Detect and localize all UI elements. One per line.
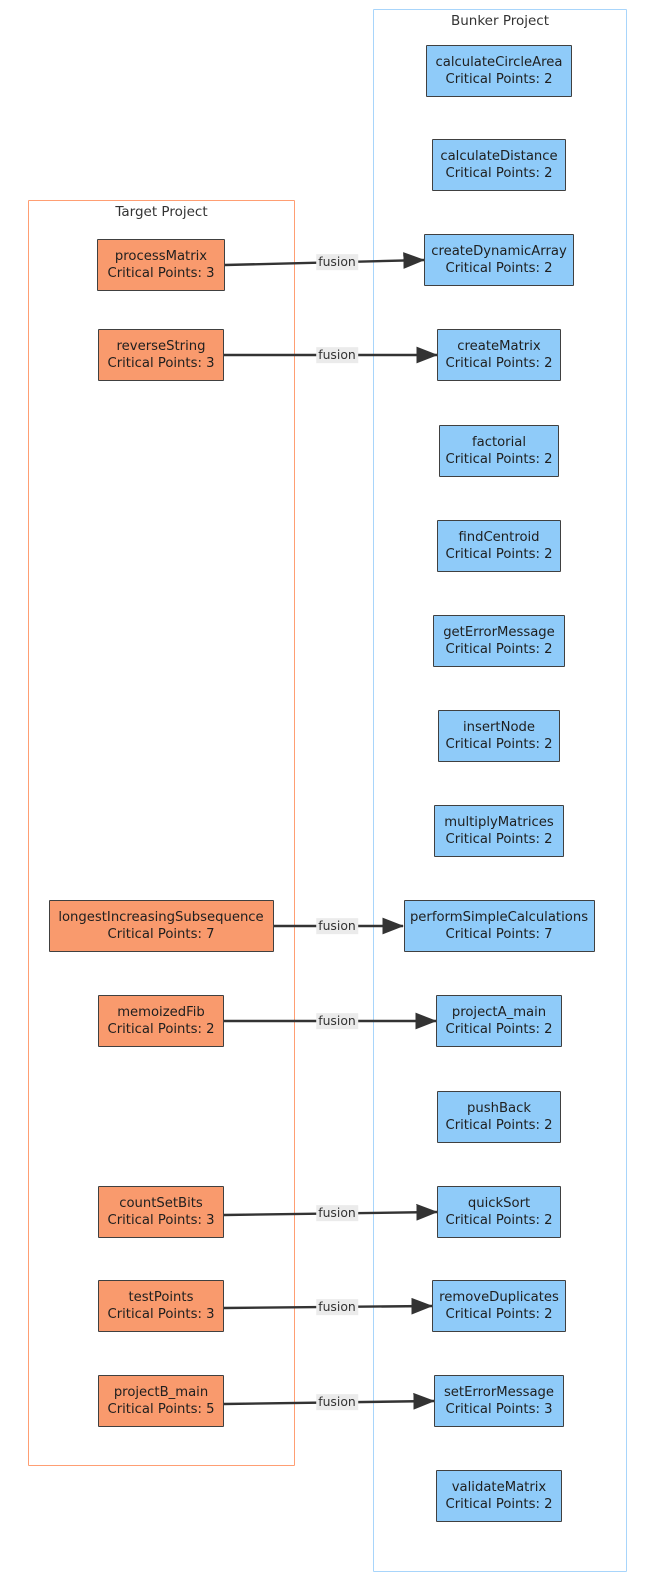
node-critical-points: Critical Points: 5 xyxy=(107,1402,215,1417)
node-critical-points: Critical Points: 3 xyxy=(107,356,215,371)
node-name: calculateDistance xyxy=(440,148,558,164)
node-critical-points: Critical Points: 2 xyxy=(445,1213,553,1228)
edge-label-testPoints-to-removeDuplicates: fusion xyxy=(316,1299,358,1315)
edge-label-countSetBits-to-quickSort: fusion xyxy=(316,1205,358,1221)
node-critical-points: Critical Points: 3 xyxy=(107,1213,215,1228)
node-critical-points: Critical Points: 2 xyxy=(445,547,553,562)
node-critical-points: Critical Points: 2 xyxy=(445,452,553,467)
cluster-title-target: Target Project xyxy=(115,204,208,220)
edge-label-memoizedFib-to-projectA_main: fusion xyxy=(316,1013,358,1029)
node-name: projectA_main xyxy=(451,1004,547,1020)
node-critical-points: Critical Points: 7 xyxy=(445,927,553,942)
node-critical-points: Critical Points: 2 xyxy=(445,166,553,181)
node-name: processMatrix xyxy=(114,248,208,264)
node-name: createMatrix xyxy=(457,338,541,354)
cluster-title-bunker: Bunker Project xyxy=(450,13,550,29)
cluster-target xyxy=(28,200,295,1466)
node-name: insertNode xyxy=(462,719,536,735)
edge-label-processMatrix-to-createDynamicArray: fusion xyxy=(316,254,358,270)
node-name: pushBack xyxy=(467,1100,531,1116)
node-name: quickSort xyxy=(467,1195,531,1211)
node-critical-points: Critical Points: 2 xyxy=(445,1118,553,1133)
node-critical-points: Critical Points: 2 xyxy=(445,832,553,847)
node-critical-points: Critical Points: 7 xyxy=(107,927,215,942)
node-critical-points: Critical Points: 2 xyxy=(445,261,553,276)
node-name: findCentroid xyxy=(458,529,540,545)
node-name: calculateCircleArea xyxy=(435,54,563,70)
node-critical-points: Critical Points: 2 xyxy=(445,1022,553,1037)
node-name: longestIncreasingSubsequence xyxy=(58,909,264,925)
node-name: multiplyMatrices xyxy=(444,814,554,830)
node-name: performSimpleCalculations xyxy=(409,909,589,925)
node-critical-points: Critical Points: 2 xyxy=(107,1022,215,1037)
node-name: countSetBits xyxy=(119,1195,203,1211)
node-critical-points: Critical Points: 2 xyxy=(445,642,553,657)
edge-label-longestIncreasingSubsequence-to-performSimpleCalculations: fusion xyxy=(316,918,358,934)
cluster-bunker xyxy=(373,9,627,1572)
node-critical-points: Critical Points: 2 xyxy=(445,72,553,87)
node-name: removeDuplicates xyxy=(439,1289,559,1305)
node-critical-points: Critical Points: 2 xyxy=(445,737,553,752)
node-critical-points: Critical Points: 2 xyxy=(445,1497,553,1512)
node-name: getErrorMessage xyxy=(443,624,555,640)
node-name: memoizedFib xyxy=(117,1004,205,1020)
node-name: projectB_main xyxy=(113,1384,209,1400)
node-critical-points: Critical Points: 2 xyxy=(445,1307,553,1322)
edge-label-projectB_main-to-setErrorMessage: fusion xyxy=(316,1394,358,1410)
node-name: setErrorMessage xyxy=(443,1384,555,1400)
node-critical-points: Critical Points: 3 xyxy=(107,266,215,281)
node-name: reverseString xyxy=(116,338,206,354)
node-name: factorial xyxy=(471,434,527,450)
node-name: testPoints xyxy=(128,1289,194,1305)
node-critical-points: Critical Points: 3 xyxy=(445,1402,553,1417)
edge-label-reverseString-to-createMatrix: fusion xyxy=(316,347,358,363)
node-name: validateMatrix xyxy=(451,1479,547,1495)
node-critical-points: Critical Points: 2 xyxy=(445,356,553,371)
node-name: createDynamicArray xyxy=(431,243,567,259)
node-critical-points: Critical Points: 3 xyxy=(107,1307,215,1322)
